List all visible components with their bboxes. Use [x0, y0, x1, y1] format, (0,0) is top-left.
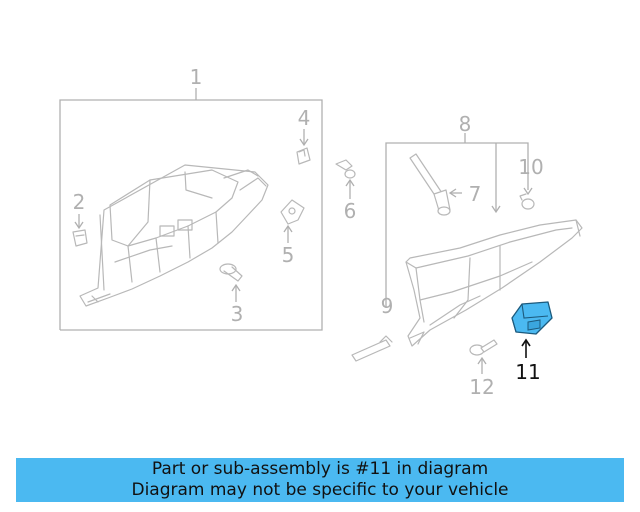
callout-6: 6 — [344, 199, 357, 223]
callout-8: 8 — [459, 112, 472, 136]
callout-4: 4 — [298, 106, 311, 130]
part-6-screw — [335, 159, 356, 199]
glove-box-assembly-drawing — [79, 164, 269, 307]
part-4-bracket — [296, 129, 311, 165]
callout-9: 9 — [381, 294, 394, 318]
callout-11: 11 — [515, 360, 540, 384]
part-5-latch — [280, 199, 305, 243]
callout-2: 2 — [73, 190, 86, 214]
callout-7: 7 — [469, 182, 482, 206]
part-12-screw — [469, 339, 498, 374]
assembly-box-1 — [59, 88, 323, 331]
part-7-strut — [409, 153, 462, 216]
part-3-damper — [219, 263, 243, 302]
callout-5: 5 — [282, 243, 295, 267]
banner-line-1: Part or sub-assembly is #11 in diagram — [151, 459, 489, 479]
banner-line-2: Diagram may not be specific to your vehi… — [131, 480, 509, 500]
part-10-bolt — [519, 187, 535, 210]
callout-12: 12 — [469, 375, 494, 399]
part-2-clip — [72, 214, 88, 247]
part-11-highlighted[interactable] — [511, 301, 553, 358]
leader-group-8 — [385, 133, 529, 308]
callout-10: 10 — [518, 155, 543, 179]
callout-1: 1 — [190, 65, 203, 89]
parts-diagram: 1 2 3 4 5 6 7 8 9 10 11 12 — [59, 65, 583, 399]
callout-3: 3 — [231, 302, 244, 326]
part-9-pin — [351, 335, 393, 362]
glove-box-bin-drawing — [405, 219, 583, 347]
info-banner: Part or sub-assembly is #11 in diagram D… — [16, 458, 624, 502]
